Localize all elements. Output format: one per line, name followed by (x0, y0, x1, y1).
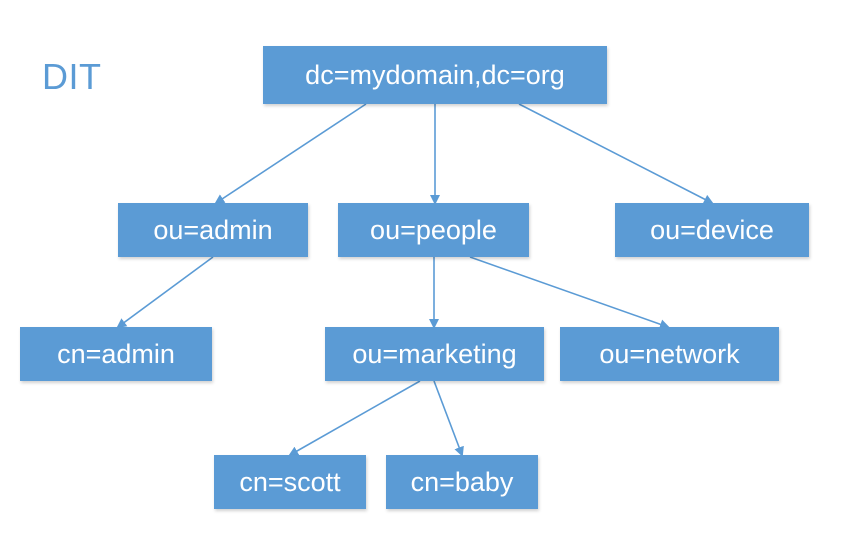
node-root[interactable]: dc=mydomain,dc=org (263, 46, 607, 104)
node-cn-scott[interactable]: cn=scott (214, 455, 366, 509)
edge-ou-marketing-cn-baby (433, 380, 464, 457)
node-ou-device[interactable]: ou=device (615, 203, 809, 257)
node-ou-network[interactable]: ou=network (560, 327, 779, 381)
edge-ou-people-ou-network (469, 256, 670, 330)
node-cn-baby[interactable]: cn=baby (386, 455, 538, 509)
edge-ou-admin-cn-admin (116, 256, 214, 329)
edge-root-ou-device (518, 103, 714, 204)
edge-root-ou-admin (214, 103, 367, 205)
edge-ou-marketing-cn-scott (288, 380, 421, 456)
node-ou-marketing[interactable]: ou=marketing (325, 327, 544, 381)
node-ou-people[interactable]: ou=people (338, 203, 529, 257)
node-ou-admin[interactable]: ou=admin (118, 203, 308, 257)
node-cn-admin[interactable]: cn=admin (20, 327, 212, 381)
diagram-title: DIT (42, 56, 102, 97)
